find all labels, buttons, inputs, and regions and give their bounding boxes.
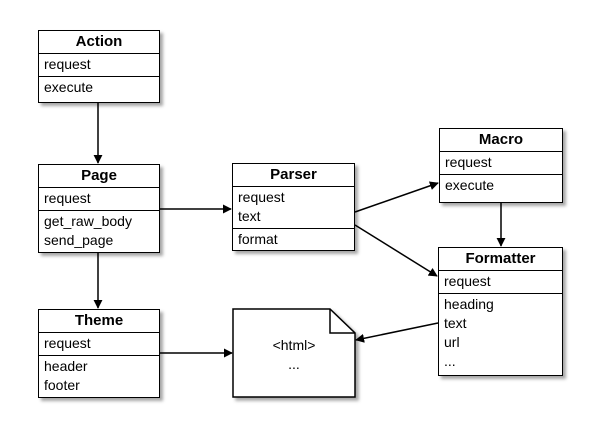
class-title-macro: Macro — [440, 129, 562, 152]
class-methods: execute — [39, 76, 159, 99]
class-member: text — [444, 315, 467, 331]
class-member: request — [44, 335, 91, 351]
class-member: execute — [44, 79, 94, 95]
class-member: send_page — [44, 232, 114, 248]
class-member: request — [445, 154, 492, 170]
class-attributes: request — [39, 54, 159, 76]
class-title-page: Page — [39, 165, 159, 188]
arrow-parser-to-formatter — [354, 224, 438, 277]
class-member: request — [44, 56, 91, 72]
class-member: execute — [445, 177, 495, 193]
class-attributes: request — [39, 188, 159, 210]
class-title-theme: Theme — [39, 310, 159, 333]
class-methods: format — [233, 228, 354, 251]
class-member: header — [44, 358, 88, 374]
class-attributes: request — [39, 333, 159, 355]
class-methods: header footer — [39, 355, 159, 397]
class-member: ... — [444, 353, 456, 369]
class-member: get_raw_body — [44, 213, 132, 229]
class-box-action: Action request execute — [38, 30, 160, 103]
class-title-formatter: Formatter — [439, 248, 562, 271]
class-member: request — [44, 190, 91, 206]
class-member: footer — [44, 377, 80, 393]
class-methods: get_raw_body send_page — [39, 210, 159, 252]
class-box-parser: Parser request text format — [232, 163, 355, 251]
class-member: url — [444, 334, 460, 350]
document-outline — [232, 308, 356, 398]
class-box-theme: Theme request header footer — [38, 309, 160, 398]
class-attributes: request text — [233, 187, 354, 228]
document-line-html: <html> — [272, 337, 316, 353]
class-methods: execute — [440, 174, 562, 197]
class-member: format — [238, 231, 278, 247]
document-folded-corner — [329, 309, 355, 334]
class-member: request — [238, 189, 285, 205]
class-member: text — [238, 208, 261, 224]
class-methods: heading text url ... — [439, 293, 562, 373]
arrow-formatter-to-document — [355, 322, 439, 343]
arrow-parser-to-macro — [354, 181, 439, 213]
class-box-formatter: Formatter request heading text url ... — [438, 247, 563, 376]
class-title-action: Action — [39, 31, 159, 54]
class-attributes: request — [439, 271, 562, 293]
class-attributes: request — [440, 152, 562, 174]
class-member: request — [444, 273, 491, 289]
class-member: heading — [444, 296, 494, 312]
class-box-page: Page request get_raw_body send_page — [38, 164, 160, 253]
document-line-ellipsis: ... — [288, 356, 300, 372]
class-box-macro: Macro request execute — [439, 128, 563, 203]
class-title-parser: Parser — [233, 164, 354, 187]
